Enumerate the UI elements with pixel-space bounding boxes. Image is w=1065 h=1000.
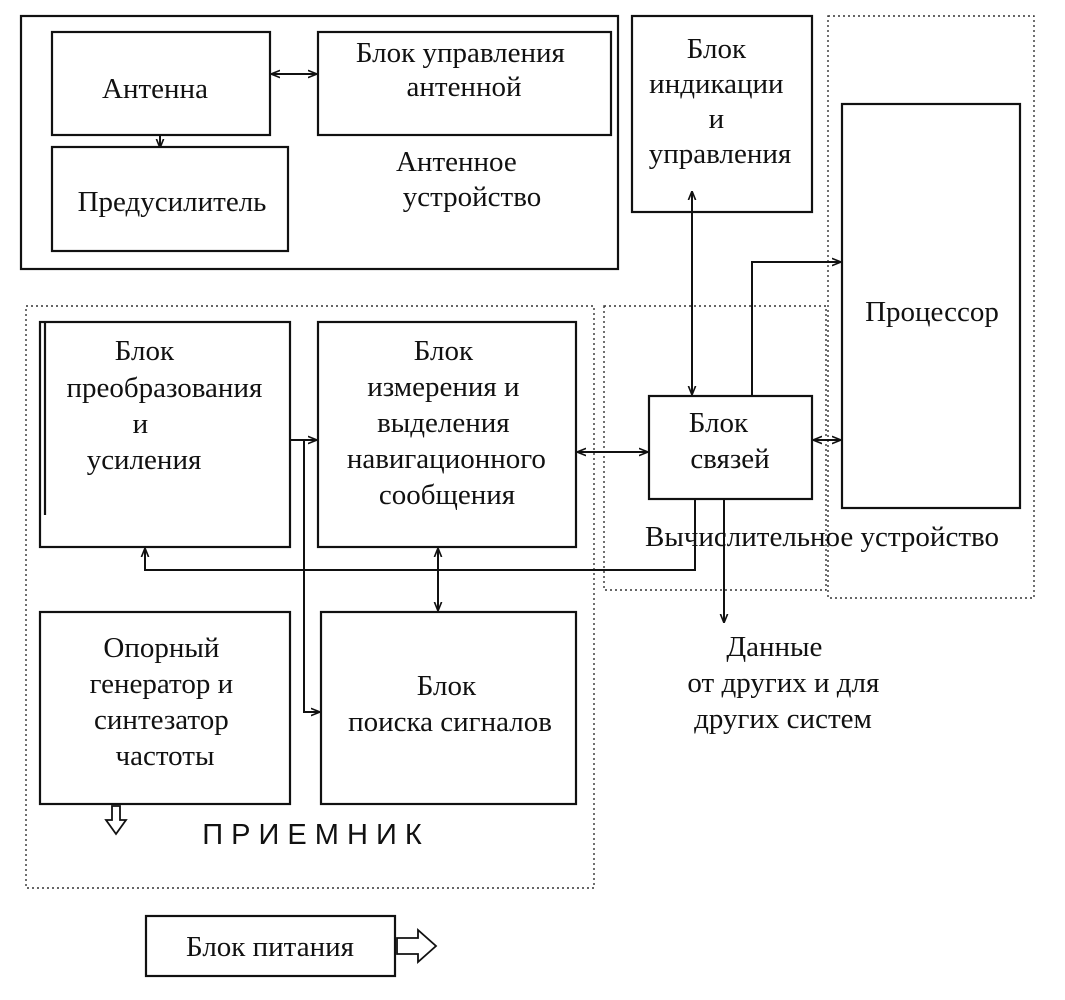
signal-search-label: Блок поиска сигналов [348,670,552,738]
antenna-control-box [316,30,613,137]
processor-label: Процессор [865,296,999,328]
processor-box [840,102,1022,510]
power-output-hollow-arrow [396,927,438,965]
indication-control-label: Блок индикации и управления [649,33,791,170]
links-box [647,394,814,501]
computing-device-caption: Вычислительное устройство [645,521,999,553]
reference-generator-label: Опорный генератор и синтезатор частоты [90,632,241,772]
conversion-amplification-label: Блок преобразования и усиления [66,335,269,476]
links-to-conversion-feedback [145,499,696,571]
receiver-caption: П Р И Е М Н И К [202,819,422,851]
conversion-to-search-arrow [303,440,319,712]
antenna-control-label: Блок управления антенной [356,37,572,103]
external-data-caption: Данные от других и для других систем [687,631,886,735]
power-supply-box [144,914,397,978]
processor-area-frame [827,15,1035,599]
links-to-processor-arrow [751,262,840,396]
power-supply-label: Блок питания [186,931,354,963]
antenna-label: Антенна [102,73,208,105]
measurement-box [316,320,578,549]
indication-control-box [630,14,814,214]
antenna-device-caption: Антенное устройство [396,146,541,213]
signal-search-box [319,610,578,806]
preamp-label: Предусилитель [78,186,267,218]
preamp-box [50,145,290,253]
conversion-amplification-box [38,320,292,549]
measurement-label: Блок измерения и выделения навигационног… [347,335,553,511]
antenna-device-frame [19,14,620,271]
reference-generator-box [38,610,292,806]
links-label: Блок связей [689,407,770,475]
reference-output-hollow-arrow [104,805,128,836]
